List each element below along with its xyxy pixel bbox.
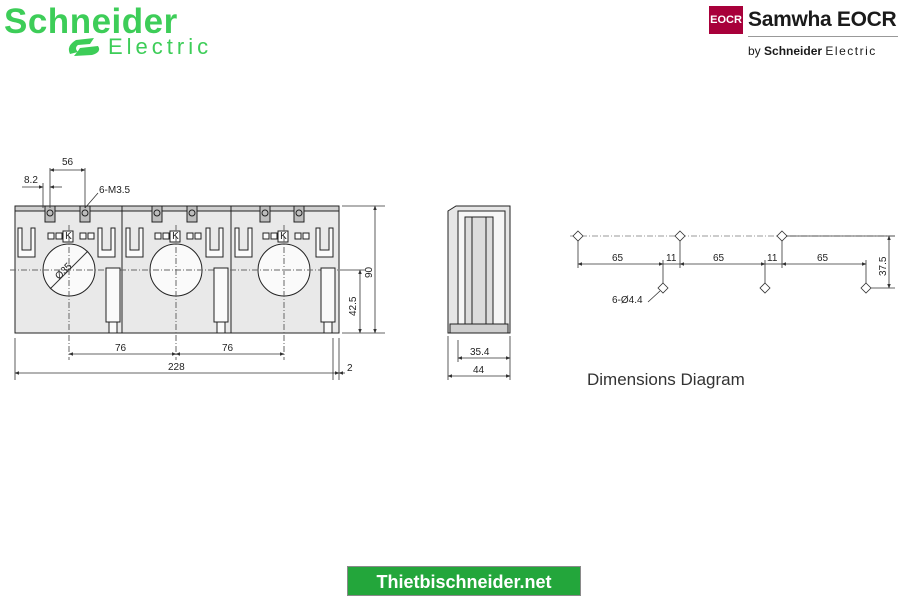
front-view-dimension-labels: 56 8.2 6-M3.5 90 42.5 76 76 228 2 xyxy=(24,157,375,374)
samwha-eocr-logo: EOCR Samwha EOCR by Schneider Electric xyxy=(706,2,900,64)
dim-35-4: 35.4 xyxy=(470,347,490,358)
dim-42-5: 42.5 xyxy=(348,296,359,316)
dim-56: 56 xyxy=(62,157,74,168)
dim-2: 2 xyxy=(347,363,353,374)
byline-suffix: Electric xyxy=(825,44,877,58)
partner-name: Samwha EOCR xyxy=(748,8,897,31)
byline-prefix: by xyxy=(748,44,761,58)
dim-76-a: 76 xyxy=(115,343,127,354)
byline-brand: Schneider xyxy=(764,44,823,58)
dim-screw: 6-M3.5 xyxy=(99,185,131,196)
brand-name: Schneider xyxy=(4,2,178,41)
hole-callout: 6-Ø4.4 xyxy=(612,295,643,306)
dim-11-a: 11 xyxy=(666,253,677,264)
front-view xyxy=(10,205,345,360)
logo-divider xyxy=(748,36,898,37)
front-view-dimensions xyxy=(14,168,385,380)
dim-8-2: 8.2 xyxy=(24,175,38,186)
mounting-plan xyxy=(570,230,895,303)
side-view-dimensions xyxy=(447,336,511,380)
schneider-electric-logo: Schneider Electric xyxy=(4,2,264,60)
dim-44: 44 xyxy=(473,365,485,376)
diagram-caption: Dimensions Diagram xyxy=(587,370,745,389)
life-is-on-icon xyxy=(68,38,100,56)
partner-byline: by Schneider Electric xyxy=(748,44,877,58)
terminal-mark: K xyxy=(280,231,287,242)
dim-11-b: 11 xyxy=(767,253,778,264)
brand-sub: Electric xyxy=(108,34,213,59)
eocr-badge: EOCR xyxy=(709,6,743,34)
terminal-mark: K xyxy=(172,231,179,242)
dim-65-c: 65 xyxy=(817,253,829,264)
dimensions-drawing: K K K Ø35 56 8.2 6-M3.5 xyxy=(10,157,895,380)
dim-65-a: 65 xyxy=(612,253,624,264)
terminal-mark: K xyxy=(65,231,72,242)
side-view xyxy=(447,205,511,334)
dim-37-5: 37.5 xyxy=(878,256,889,276)
mounting-plan-labels: 65 11 65 11 65 37.5 6-Ø4.4 xyxy=(612,253,889,306)
dim-90: 90 xyxy=(364,266,375,278)
side-view-dimension-labels: 35.4 44 xyxy=(470,347,490,376)
dim-65-b: 65 xyxy=(713,253,725,264)
dim-76-b: 76 xyxy=(222,343,234,354)
site-watermark: Thietbischneider.net xyxy=(347,566,581,596)
dim-228: 228 xyxy=(168,362,185,373)
